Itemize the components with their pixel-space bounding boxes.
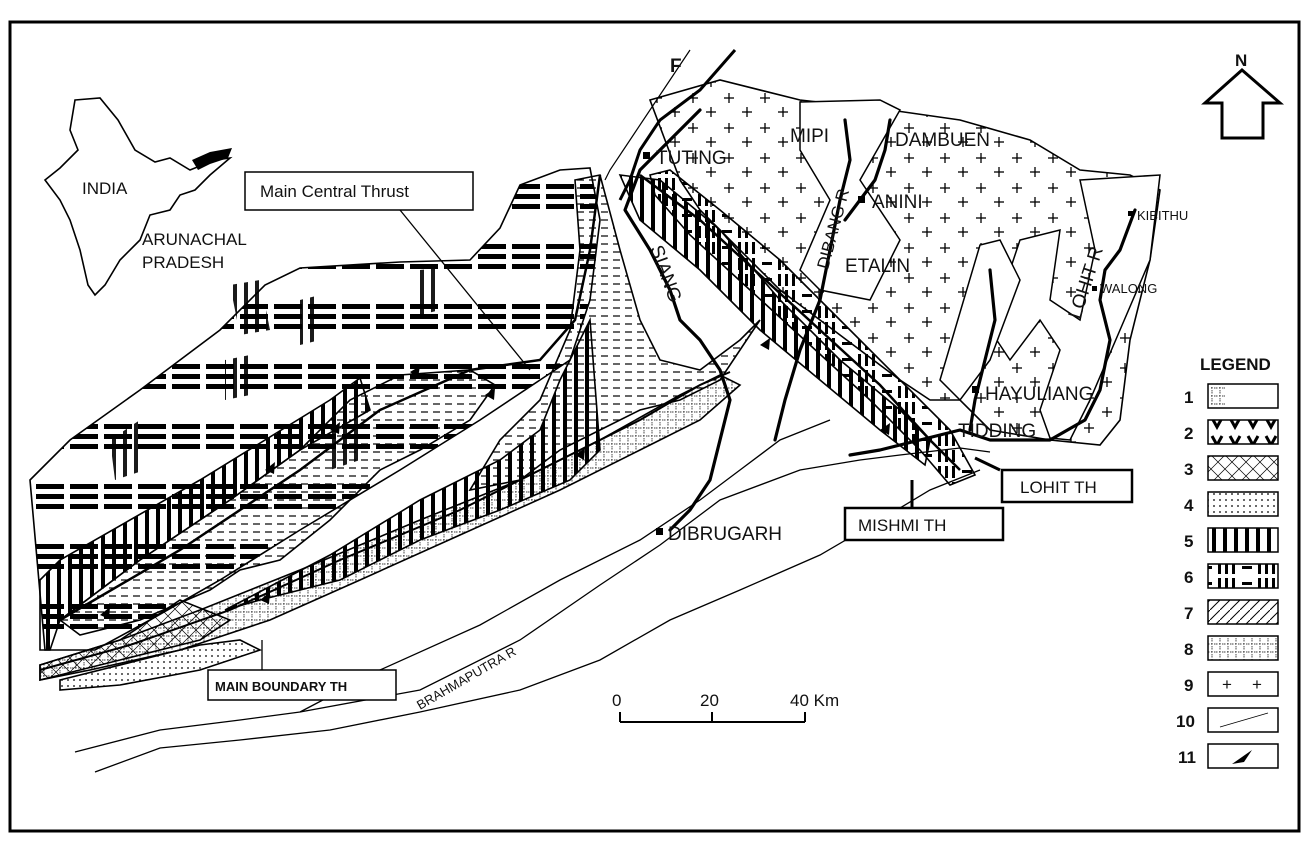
kibithu-marker — [1128, 211, 1133, 216]
unit-4-siang-window — [468, 174, 761, 492]
inset-state-label-1: ARUNACHAL — [142, 230, 247, 249]
legend-title: LEGEND — [1200, 355, 1271, 374]
legend-swatch-8 — [1207, 635, 1279, 661]
lohit-th-leader — [974, 456, 1001, 472]
north-label: N — [1235, 51, 1247, 70]
mishmi-label-box — [843, 506, 1005, 542]
place-dambuen: DAMBUEN — [895, 130, 990, 151]
north-arrow-icon — [1201, 68, 1285, 140]
legend-num-4: 4 — [1184, 496, 1194, 515]
fault-f-line — [618, 49, 737, 201]
hayuliang-river — [968, 268, 997, 432]
fault-f-thin-line — [604, 49, 691, 181]
scale-tick-0: 0 — [612, 691, 621, 710]
place-tidding: TIDDING — [958, 421, 1036, 442]
brahmaputra-southern-bank — [299, 419, 831, 713]
dibang-river-east-branch — [843, 118, 892, 222]
legend-swatch-9-plus-a: + — [1222, 675, 1232, 694]
dibang-valley-outline — [799, 99, 902, 301]
mbt-label: MAIN BOUNDARY TH — [215, 679, 347, 694]
unit-5-southern-belt — [39, 376, 371, 651]
legend-swatch-11 — [1207, 743, 1279, 769]
legend-swatch-9 — [1207, 671, 1279, 697]
legend-swatch-3 — [1207, 455, 1279, 481]
walong-marker — [1092, 286, 1097, 291]
legend-swatch-10-line — [1219, 712, 1269, 728]
scale-tick-40: 40 Km — [790, 691, 839, 710]
hayuliang-marker — [972, 386, 979, 393]
dibrugarh-marker — [656, 528, 663, 535]
unit-1-frontal-strip — [59, 639, 263, 691]
scale-bar — [619, 712, 806, 723]
main-central-thrust-line — [59, 174, 602, 622]
inset-india-outline-icon — [43, 97, 233, 297]
inset-state-label-2: PRADESH — [142, 253, 224, 272]
siang-river — [623, 108, 732, 532]
legend: + + — [1207, 383, 1279, 769]
legend-num-1: 1 — [1184, 388, 1193, 407]
thrust-teeth — [100, 338, 890, 619]
legend-swatch-2 — [1207, 419, 1279, 445]
place-walong: WALONG — [1100, 281, 1157, 296]
tuting-marker — [643, 152, 650, 159]
legend-swatch-7 — [1207, 599, 1279, 625]
dibang-river — [773, 118, 852, 442]
legend-swatch-1-pattern — [1211, 387, 1225, 405]
anini-marker — [858, 196, 865, 203]
mct-leader — [399, 209, 531, 371]
place-hayuliang: HAYULIANG — [985, 384, 1093, 405]
legend-swatch-11-thrust-icon — [1232, 750, 1252, 764]
legend-num-8: 8 — [1184, 640, 1193, 659]
place-dibrugarh: DIBRUGARH — [668, 524, 782, 545]
place-mipi: MIPI — [790, 126, 829, 147]
scale-tick-20: 20 — [700, 691, 719, 710]
place-kibithu: KIBITHU — [1137, 208, 1188, 223]
legend-num-3: 3 — [1184, 460, 1193, 479]
legend-num-2: 2 — [1184, 424, 1193, 443]
main-boundary-thrust-line — [39, 371, 731, 671]
lohit-valley-outline — [989, 174, 1161, 441]
inset-arunachal-shape — [192, 148, 232, 170]
legend-num-10: 10 — [1176, 712, 1195, 731]
lohit-th-label-box — [1000, 468, 1134, 504]
mct-label: Main Central Thrust — [260, 182, 409, 201]
lohit-th-label: LOHIT TH — [1020, 478, 1097, 497]
place-etalin: ETALIN — [845, 256, 910, 277]
place-anini: ANINI — [872, 192, 923, 213]
brahmaputra-plain-boundary — [74, 447, 991, 753]
hayuliang-valley-outline — [939, 239, 1021, 402]
fault-f-label: F — [670, 56, 682, 77]
legend-num-6: 6 — [1184, 568, 1193, 587]
lohit-river — [848, 208, 1137, 457]
legend-num-7: 7 — [1184, 604, 1193, 623]
legend-num-11: 11 — [1178, 748, 1196, 767]
mct-label-box — [244, 171, 474, 211]
mishmi-thrust-line — [639, 174, 961, 471]
inset-india-label: INDIA — [82, 179, 128, 198]
mishmi-label: MISHMI TH — [858, 516, 946, 535]
place-tuting: TUTING — [656, 148, 727, 169]
legend-swatch-5 — [1207, 527, 1279, 553]
mbt-label-box — [207, 669, 397, 701]
legend-swatch-6 — [1207, 563, 1279, 589]
legend-num-5: 5 — [1184, 532, 1193, 551]
unit-3-cross-strip — [39, 599, 232, 682]
legend-num-9: 9 — [1184, 676, 1193, 695]
legend-swatch-4 — [1207, 491, 1279, 517]
legend-swatch-9-plus-b: + — [1252, 675, 1262, 694]
